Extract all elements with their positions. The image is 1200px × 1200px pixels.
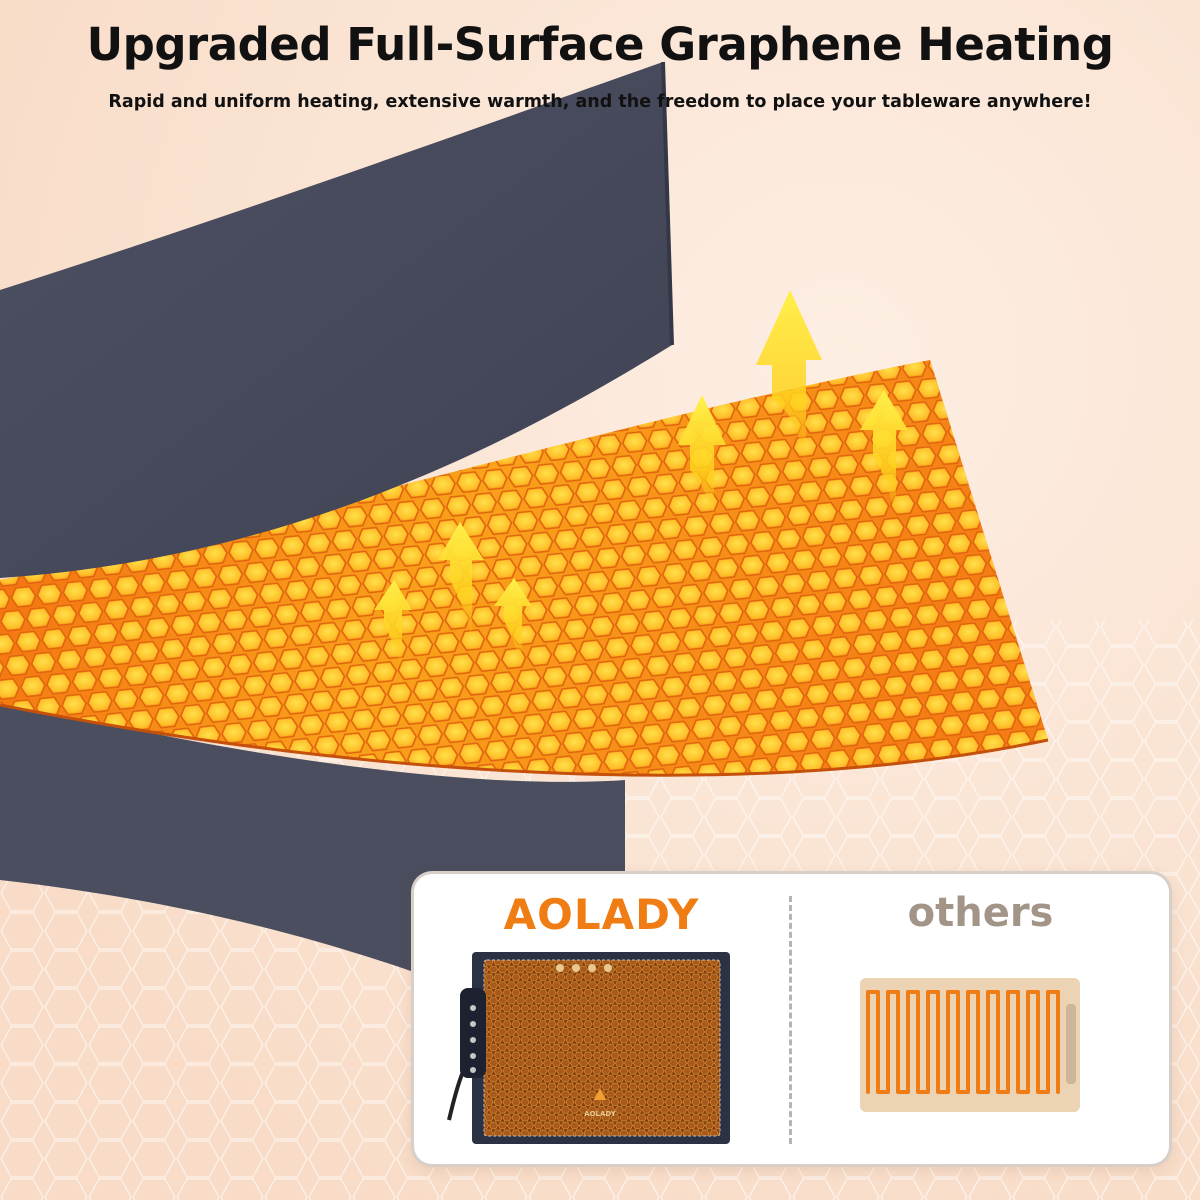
mat-logo-text: AOLADY <box>584 1110 617 1118</box>
page-subtitle: Rapid and uniform heating, extensive war… <box>108 92 1092 112</box>
comparison-divider <box>789 896 792 1144</box>
brand-label: AOLADY <box>503 890 700 939</box>
top-film-layer <box>0 62 672 578</box>
others-heating-plate <box>860 978 1080 1112</box>
comparison-card: AOLADY others AOLADY <box>414 874 1169 1164</box>
page-title: Upgraded Full-Surface Graphene Heating <box>86 18 1114 71</box>
heat-arrow-icon <box>374 290 908 670</box>
others-label: others <box>907 890 1054 936</box>
heating-coil-icon <box>866 990 1060 1094</box>
aolady-warming-mat: AOLADY <box>447 952 730 1144</box>
